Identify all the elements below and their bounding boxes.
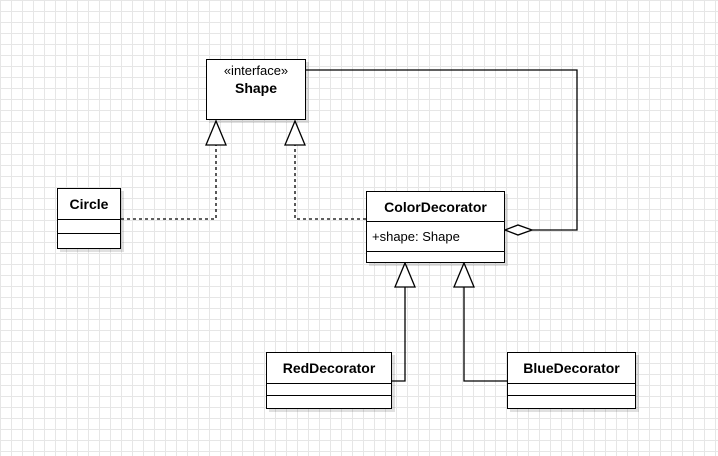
colordecorator-realization-line (294, 145, 366, 220)
circle-class-box[interactable]: Circle (57, 188, 121, 249)
reddecorator-name: RedDecorator (267, 353, 391, 384)
circle-methods-section (58, 234, 120, 248)
shape-name: Shape (234, 80, 277, 96)
reddecorator-attributes-section (267, 384, 391, 396)
reddecorator-methods-section (267, 396, 391, 408)
shape-stereotype: «interface» (223, 63, 289, 78)
blue-inheritance-line (463, 287, 507, 382)
circle-realization-arrowhead (205, 119, 227, 146)
shape-interface-box[interactable]: «interface» Shape (206, 59, 306, 120)
colordecorator-methods-section (367, 252, 504, 262)
aggregation-line (306, 69, 578, 231)
circle-realization-line (121, 145, 217, 220)
colordecorator-name: ColorDecorator (367, 192, 504, 222)
blue-inheritance-arrowhead (453, 261, 475, 288)
bluedecorator-attributes-section (508, 384, 635, 396)
bluedecorator-class-box[interactable]: BlueDecorator (507, 352, 636, 409)
aggregation-diamond (503, 224, 534, 236)
circle-attributes-section (58, 220, 120, 234)
bluedecorator-methods-section (508, 396, 635, 408)
reddecorator-class-box[interactable]: RedDecorator (266, 352, 392, 409)
red-inheritance-arrowhead (394, 261, 416, 288)
colordecorator-attribute: +shape: Shape (367, 222, 504, 252)
colordecorator-realization-arrowhead (284, 119, 306, 146)
red-inheritance-line (392, 287, 406, 382)
colordecorator-class-box[interactable]: ColorDecorator +shape: Shape (366, 191, 505, 263)
bluedecorator-name: BlueDecorator (508, 353, 635, 384)
circle-name: Circle (58, 189, 120, 220)
